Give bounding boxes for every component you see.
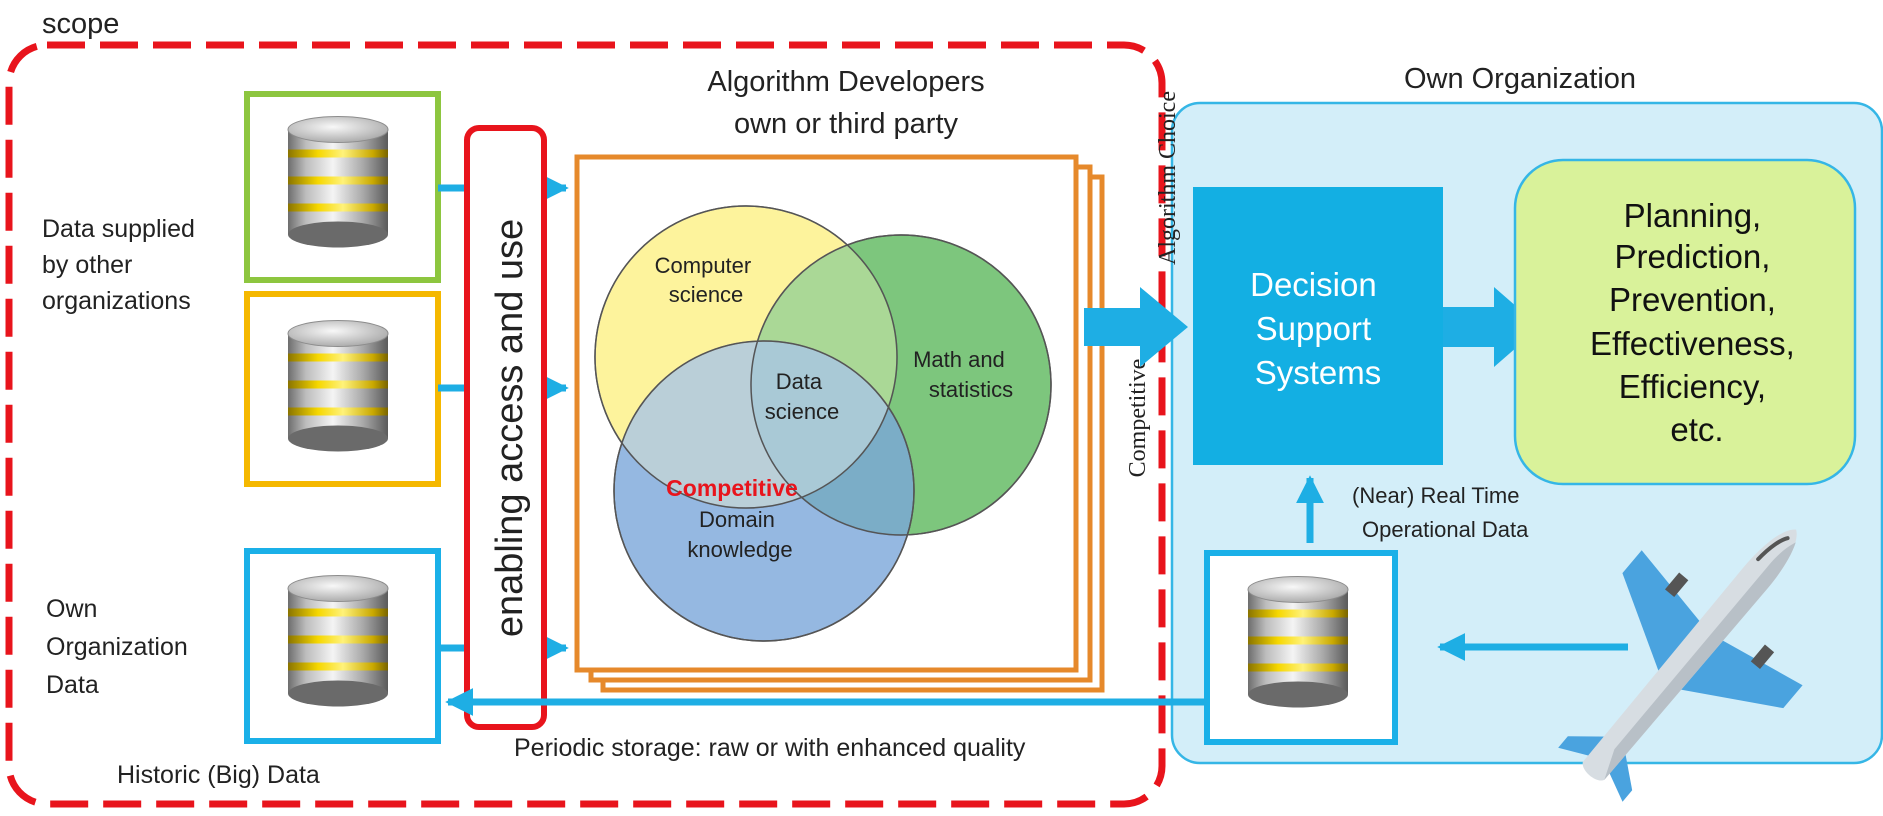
realtime-line-2: Operational Data [1362,517,1529,542]
venn-label-cs: Computer science [655,253,758,307]
outcome-etc: etc. [1670,411,1723,448]
other-orgs-line-1: Data supplied [42,215,195,243]
venn-cs-line-1: Computer [655,253,752,278]
venn-domain-line-1: Domain [699,507,775,532]
venn-domain-line-2: knowledge [687,537,792,562]
algorithm-choice-competitive-label: Competitive [1125,359,1151,478]
dss-line-1: Decision [1250,266,1377,303]
own-org-title: Own Organization [1404,63,1636,95]
venn-competitive-label: Competitive [666,475,798,501]
database-icon [287,115,389,249]
own-org-data-label: Own Organization Data [46,595,195,699]
database-icon [287,574,389,708]
enabling-access-label: enabling access and use [489,219,531,637]
algorithm-choice-label: Algorithm Choice [1155,91,1181,265]
other-orgs-label: Data supplied by other organizations [42,215,202,315]
developers-title-line-2: own or third party [734,108,959,140]
venn-math-line-1: Math and [913,347,1005,372]
developers-title-line-1: Algorithm Developers [707,66,984,98]
decision-support-box [1193,187,1443,465]
outcome-prevention: Prevention, [1609,281,1776,318]
realtime-line-1: (Near) Real Time [1352,483,1519,508]
venn-cs-line-2: science [669,282,744,307]
arrow-dev-to-dss [1084,287,1188,367]
outcome-prediction: Prediction, [1614,238,1770,275]
other-orgs-line-2: by other [42,251,132,279]
venn-diagram: Computer science Math and statistics Dat… [594,205,1052,642]
other-orgs-line-3: organizations [42,287,191,315]
venn-ds-line-2: science [765,399,840,424]
dss-label: Decision Support Systems [1250,266,1386,391]
venn-outline-cs [594,205,898,509]
scope-boundary [5,41,1166,808]
dss-line-2: Support [1256,310,1372,347]
database-icon [1247,575,1349,709]
historic-data-label: Historic (Big) Data [117,761,320,789]
dss-line-3: Systems [1255,354,1382,391]
own-data-line-2: Organization [46,633,188,661]
airplane-icon [1558,529,1803,802]
venn-label-ds: Data science [765,369,840,424]
venn-overlay [595,206,897,508]
venn-ds-line-1: Data [776,369,823,394]
outcome-planning: Planning, [1624,197,1762,234]
scope-label: scope [42,8,119,40]
periodic-storage-label: Periodic storage: raw or with enhanced q… [514,734,1026,762]
outcomes-box [1513,158,1857,486]
own-data-line-1: Own [46,595,97,623]
venn-outline-math [750,234,1052,536]
outcome-effectiveness: Effectiveness, [1590,325,1795,362]
outcome-efficiency: Efficiency, [1619,368,1766,405]
database-icon [287,319,389,453]
outcomes-label: Planning, Prediction, Prevention, Effect… [1590,197,1804,448]
venn-label-domain: Domain knowledge [687,507,792,562]
venn-label-math: Math and statistics [913,347,1013,402]
venn-math-line-2: statistics [929,377,1013,402]
venn-outline-domain [613,340,915,642]
enabling-access-band [464,125,547,730]
realtime-label: (Near) Real Time Operational Data [1352,483,1529,542]
own-data-line-3: Data [46,671,99,699]
